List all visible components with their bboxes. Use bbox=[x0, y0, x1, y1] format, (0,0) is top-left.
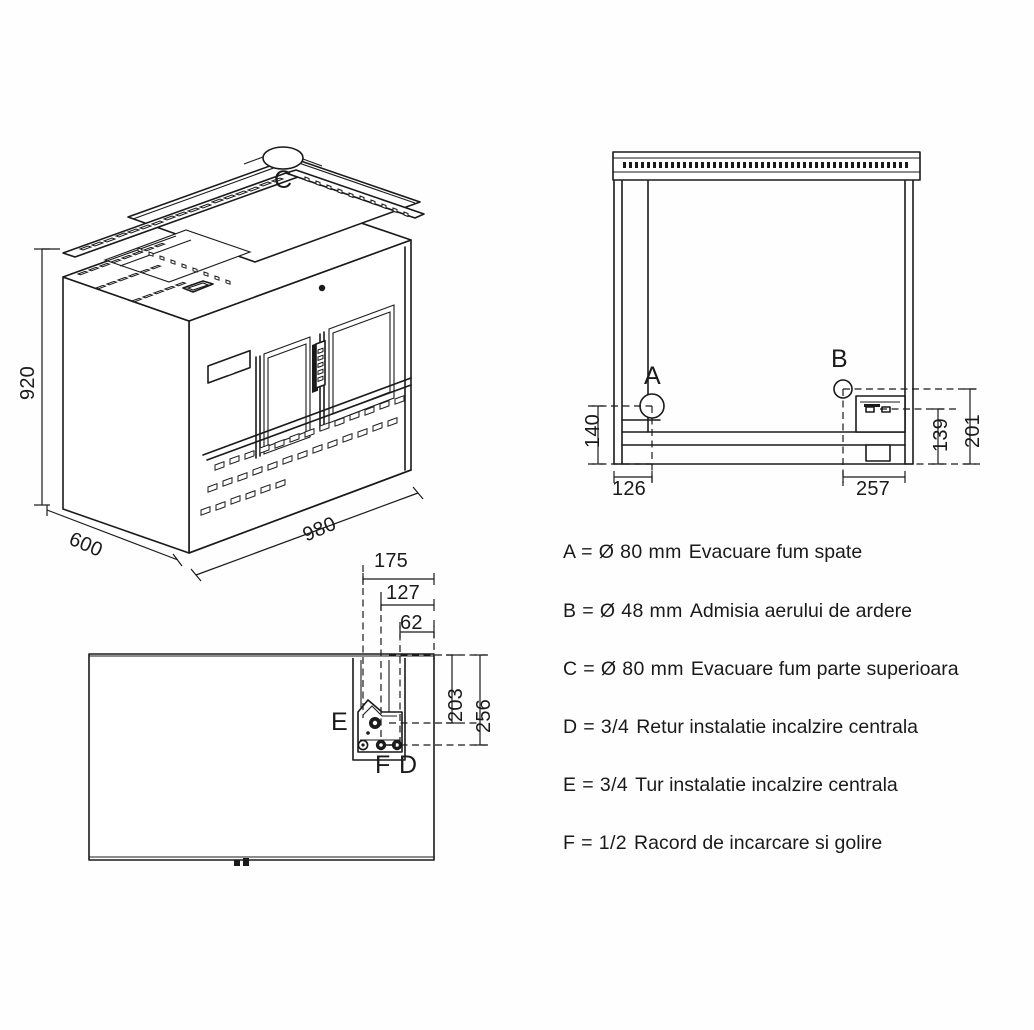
side-callout-b: B bbox=[831, 345, 848, 373]
legend-desc-e: Tur instalatie incalzire centrala bbox=[635, 774, 898, 796]
legend-item-b: B = Ø 48 mm Admisia aerului de ardere bbox=[563, 600, 912, 623]
legend-key-c: C = Ø 80 mm bbox=[563, 658, 684, 680]
plan-dim-127: 127 bbox=[386, 582, 420, 604]
legend-item-f: F = 1/2 Racord de incarcare si golire bbox=[563, 832, 882, 855]
rear-elevation-body bbox=[612, 151, 921, 465]
iso-dimensions bbox=[34, 248, 424, 582]
rear-elevation-dimensions bbox=[588, 388, 980, 486]
plan-callout-f: F bbox=[375, 751, 391, 779]
legend-key-e: E = 3/4 bbox=[563, 774, 629, 796]
side-dim-139: 139 bbox=[930, 418, 952, 452]
iso-callout-c: C bbox=[274, 166, 293, 194]
legend-desc-d: Retur instalatie incalzire centrala bbox=[636, 716, 919, 738]
side-dim-140: 140 bbox=[582, 414, 604, 448]
plan-dim-203: 203 bbox=[445, 688, 467, 722]
legend-key-b: B = Ø 48 mm bbox=[563, 600, 683, 622]
side-dim-201: 201 bbox=[962, 414, 984, 448]
plan-dim-256: 256 bbox=[473, 699, 495, 733]
legend-item-c: C = Ø 80 mm Evacuare fum parte superioara bbox=[563, 658, 959, 681]
plan-view-dimensions bbox=[362, 565, 490, 746]
legend-key-d: D = 3/4 bbox=[563, 716, 630, 738]
side-dim-257: 257 bbox=[856, 478, 890, 500]
plan-callout-d: D bbox=[399, 751, 418, 779]
legend-item-d: D = 3/4 Retur instalatie incalzire centra… bbox=[563, 716, 918, 739]
legend-key-f: F = 1/2 bbox=[563, 832, 628, 854]
legend-key-a: A = Ø 80 mm bbox=[563, 541, 682, 563]
plan-callout-e: E bbox=[331, 708, 348, 736]
iso-stove-body bbox=[62, 146, 425, 554]
side-dim-126: 126 bbox=[612, 478, 646, 500]
legend-desc-b: Admisia aerului de ardere bbox=[689, 600, 913, 622]
legend-item-e: E = 3/4 Tur instalatie incalzire centrala bbox=[563, 774, 898, 797]
iso-dim-height: 920 bbox=[17, 366, 39, 400]
side-callout-a: A bbox=[644, 362, 661, 390]
legend-item-a: A = Ø 80 mm Evacuare fum spate bbox=[563, 541, 862, 564]
plan-view-body bbox=[88, 653, 435, 866]
plan-dim-62: 62 bbox=[400, 612, 423, 634]
legend-desc-f: Racord de incarcare si golire bbox=[634, 832, 883, 854]
legend-desc-c: Evacuare fum parte superioara bbox=[690, 658, 959, 680]
legend-desc-a: Evacuare fum spate bbox=[688, 541, 863, 563]
plan-dim-175: 175 bbox=[374, 550, 408, 572]
